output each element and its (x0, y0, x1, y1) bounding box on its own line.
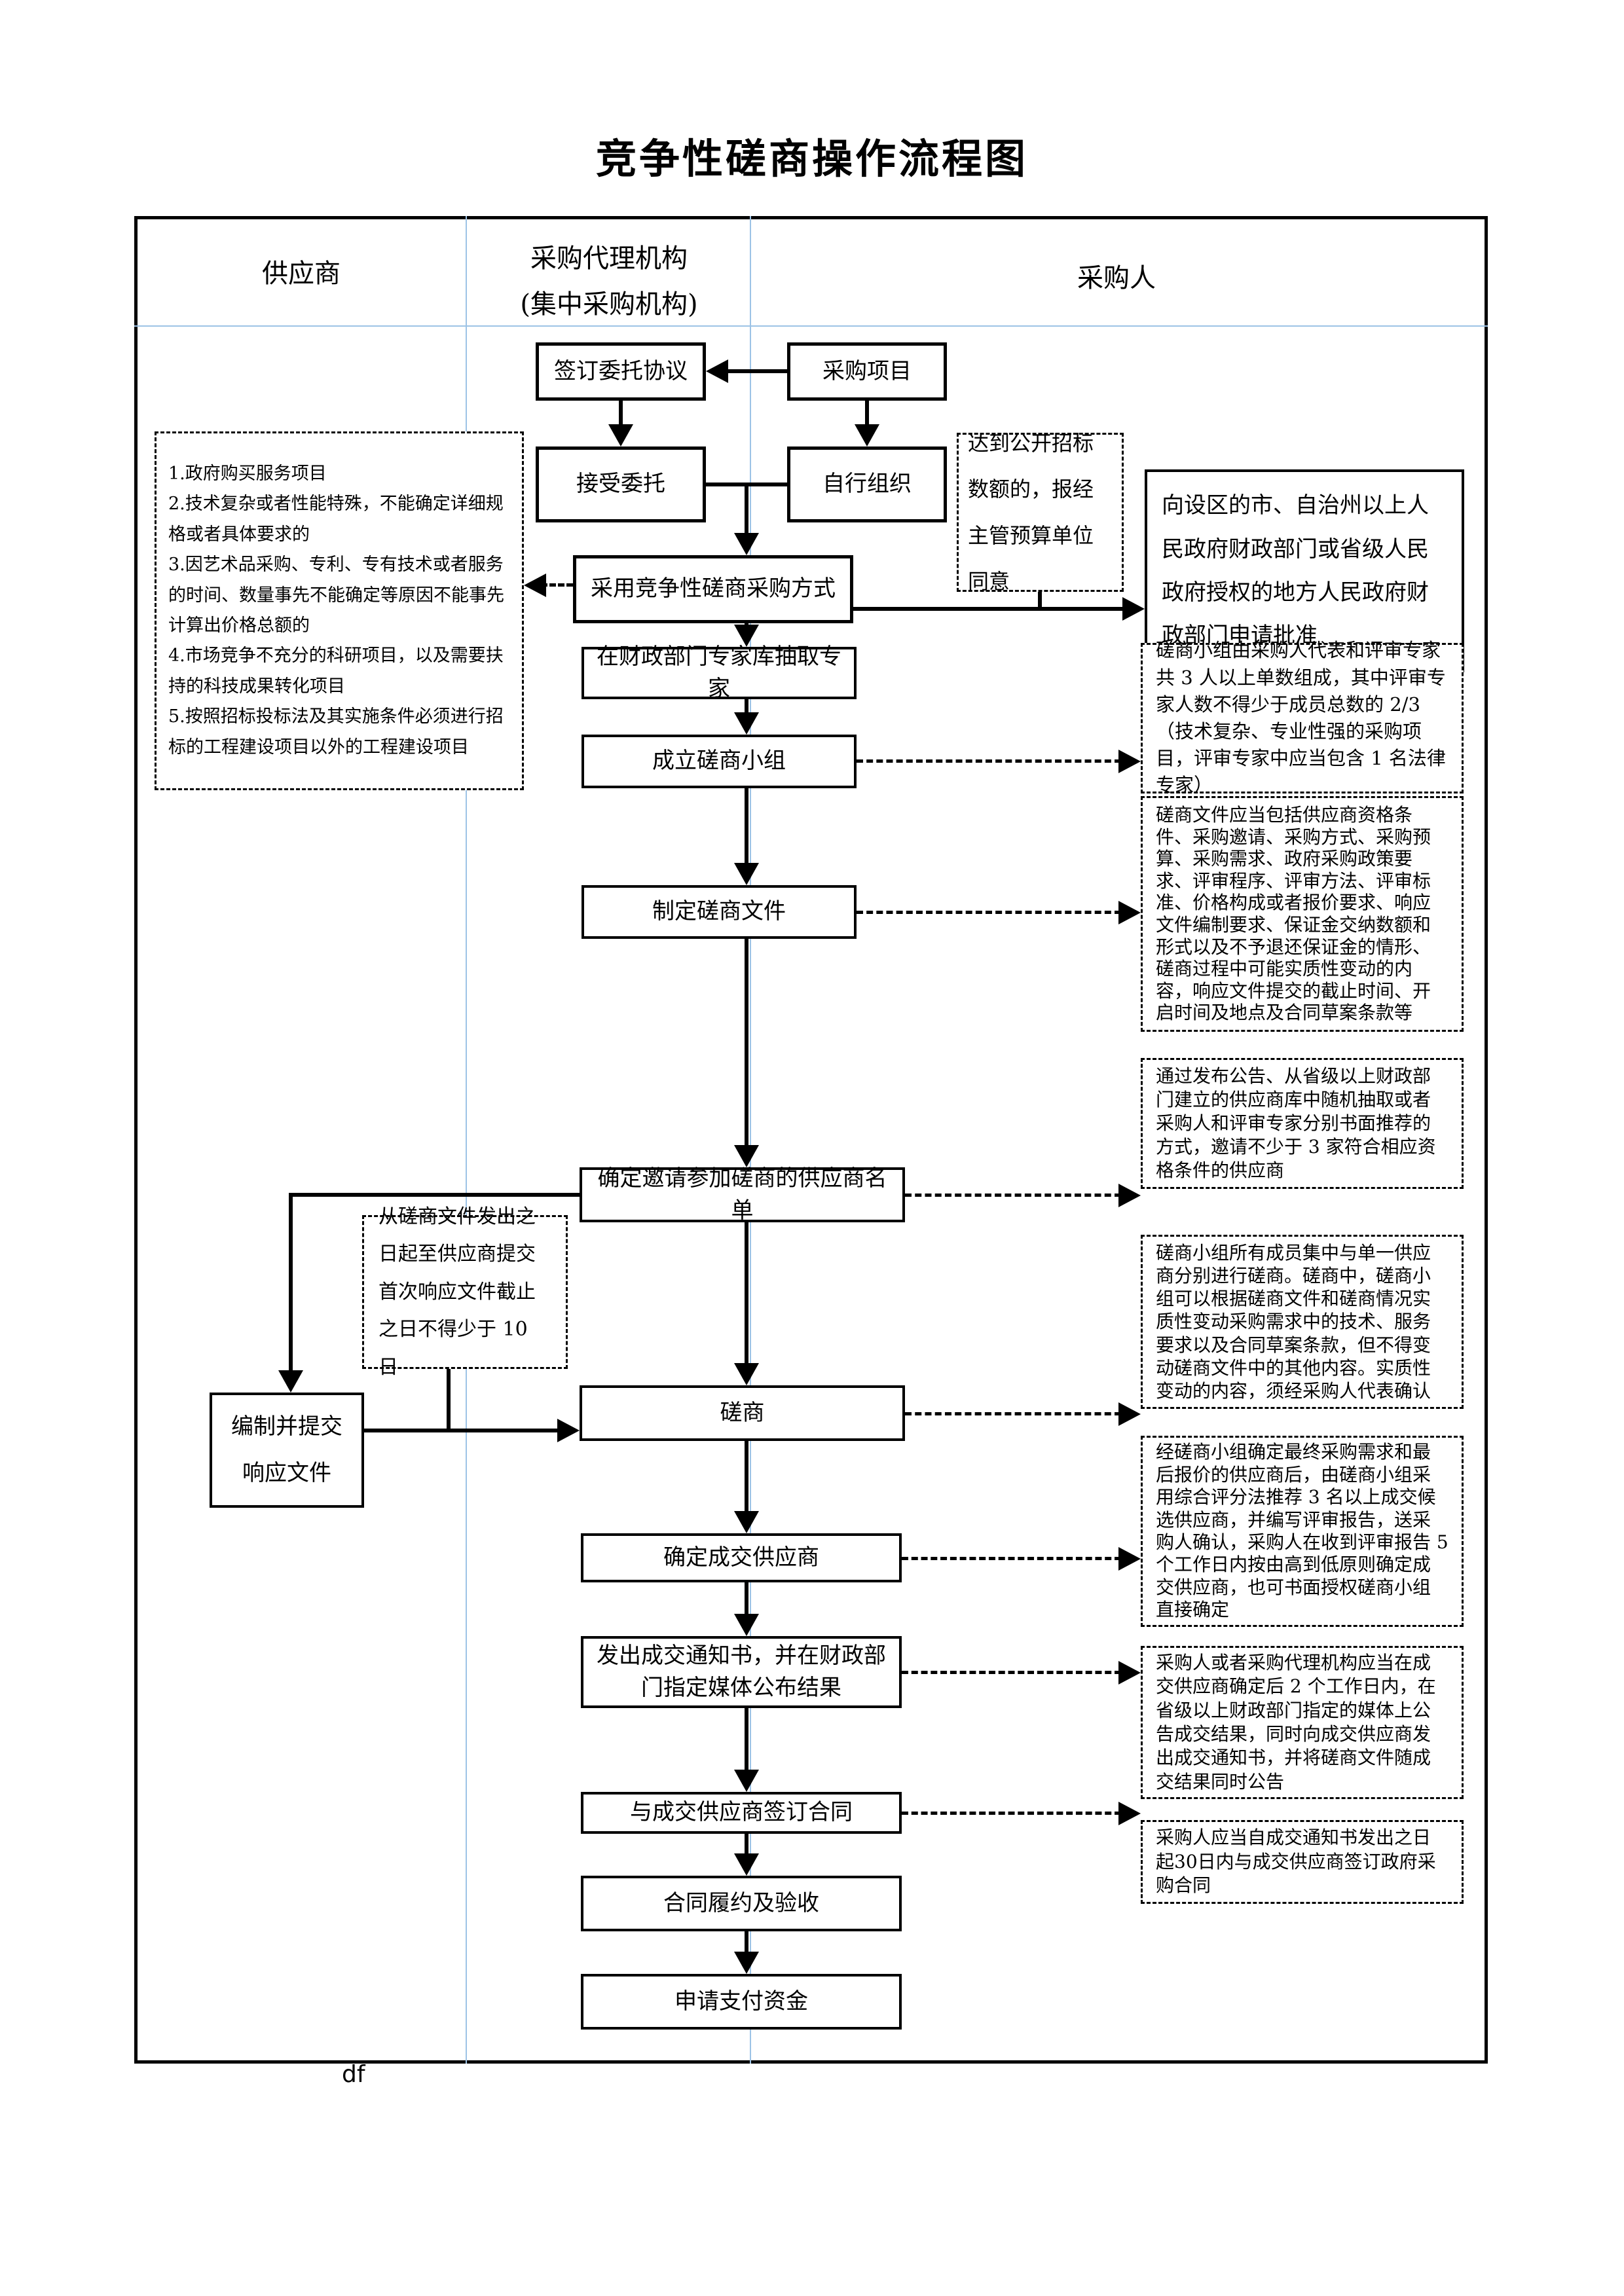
arrowhead-adopt-to-experts (734, 625, 759, 647)
dashed-connector-list-note (905, 1194, 1121, 1197)
arrowhead-docs-to-list (734, 1145, 759, 1167)
note-conditions: 1.政府购买服务项目 2.技术复杂或者性能特殊，不能确定详细规格或者具体要求的 … (155, 431, 524, 790)
arrowhead-notice-to-contract (734, 1770, 759, 1792)
note-group-composition: 磋商小组由采购人代表和评审专家共 3 人以上单数组成，其中评审专家人数不得少于成… (1141, 639, 1464, 796)
connector-threshold-stub (1038, 592, 1042, 607)
flow-box-prepare-response: 编制并提交 响应文件 (210, 1393, 364, 1508)
flow-box-determine-supplier: 确定成交供应商 (581, 1533, 902, 1582)
lane-label-agency-line2: (集中采购机构) (520, 289, 698, 319)
connector-notice-to-contract (745, 1708, 748, 1772)
connector-docs-to-list (745, 939, 748, 1148)
flow-box-form-group: 成立磋商小组 (581, 735, 857, 788)
connector-group-to-docs (745, 788, 748, 866)
dashed-connector-negotiate-note (905, 1412, 1121, 1415)
arrowhead-group-to-docs (734, 863, 759, 885)
connector-project-to-self-organize (865, 401, 869, 427)
note-invite-suppliers: 通过发布公告、从省级以上财政部门建立的供应商库中随机抽取或者采购人和评审专家分别… (1141, 1058, 1464, 1189)
arrowhead-adopt-to-approval (1122, 597, 1145, 621)
condition-item-3: 3.因艺术品采购、专利、专有技术或者服务的时间、数量事先不能确定等原因不能事先计… (168, 555, 504, 636)
condition-item-2: 2.技术复杂或者性能特殊，不能确定详细规格或者具体要求的 (168, 494, 504, 545)
flow-box-extract-experts: 在财政部门专家库抽取专家 (581, 644, 857, 702)
flow-box-sign-agreement: 签订委托协议 (536, 342, 706, 401)
flow-box-procurement-project: 采购项目 (787, 342, 947, 401)
flow-box-accept-entrust: 接受委托 (536, 446, 706, 522)
connector-junction-to-adopt (745, 483, 748, 535)
arrowhead-perform-to-payment (734, 1952, 759, 1974)
flow-box-make-docs: 制定磋商文件 (581, 885, 857, 939)
arrowhead-junction-to-adopt (734, 533, 759, 555)
arrowhead-negotiate-to-supplier (734, 1511, 759, 1533)
arrowhead-supplier-to-notice (734, 1614, 759, 1636)
flow-box-sign-contract: 与成交供应商签订合同 (581, 1792, 902, 1834)
connector-experts-to-group (745, 699, 748, 716)
connector-perform-to-payment (745, 1931, 748, 1954)
connector-supplier-to-notice (745, 1582, 748, 1616)
dashed-connector-supplier-note (902, 1557, 1121, 1560)
flow-box-negotiate: 磋商 (580, 1385, 905, 1441)
note-negotiation-rule: 磋商小组所有成员集中与单一供应商分别进行磋商。磋商中，磋商小组可以根据磋商文件和… (1141, 1235, 1464, 1409)
lane-divider-agency-purchaser (750, 216, 751, 2064)
dashed-connector-adopt-to-conditions (541, 583, 573, 587)
flow-box-determine-list: 确定邀请参加磋商的供应商名单 (580, 1165, 905, 1224)
prepare-response-line1: 编制并提交 (231, 1413, 342, 1440)
arrowhead-agreement-to-accept (608, 424, 633, 446)
lane-header-divider (134, 325, 1488, 327)
connector-left-down-to-response (289, 1193, 293, 1373)
arrowhead-notice-note (1118, 1661, 1141, 1685)
arrowhead-contract-to-perform (734, 1853, 759, 1876)
connector-agreement-to-accept (619, 401, 623, 427)
connector-min-days-stub (447, 1369, 451, 1429)
arrowhead-supplier-note (1118, 1547, 1141, 1571)
arrowhead-adopt-to-conditions (524, 574, 546, 597)
lane-divider-supplier-agency (466, 216, 467, 2064)
condition-item-5: 5.按照招标投标法及其实施条件必须进行招标的工程建设项目以外的工程建设项目 (168, 706, 504, 757)
flow-box-apply-approval: 向设区的市、自治州以上人民政府财政部门或省级人民政府授权的地方人民政府财政部门申… (1145, 469, 1464, 672)
note-contract-rule: 采购人应当自成交通知书发出之日起30日内与成交供应商签订政府采购合同 (1141, 1820, 1464, 1904)
lane-label-agency-line1: 采购代理机构 (530, 244, 688, 274)
arrowhead-response-to-negotiate (557, 1419, 580, 1442)
note-evaluation-rule: 经磋商小组确定最终采购需求和最后报价的供应商后，由磋商小组采用综合评分法推荐 3… (1141, 1436, 1464, 1627)
page-title: 竞争性磋商操作流程图 (595, 135, 1028, 183)
stray-footer-text: df (342, 2061, 365, 2088)
arrowhead-project-to-self-organize (855, 424, 879, 446)
connector-contract-to-perform (745, 1834, 748, 1856)
arrowhead-list-to-negotiate (734, 1363, 759, 1385)
arrowhead-list-note (1118, 1184, 1141, 1207)
connector-negotiate-to-supplier (745, 1441, 748, 1514)
arrowhead-docs-note (1118, 901, 1141, 924)
lane-label-supplier: 供应商 (262, 259, 341, 289)
dashed-connector-notice-note (902, 1671, 1121, 1674)
flow-box-issue-notice: 发出成交通知书，并在财政部门指定媒体公布结果 (581, 1636, 902, 1708)
arrowhead-project-to-agreement (706, 359, 728, 383)
dashed-connector-docs-note (857, 911, 1121, 914)
flow-box-perform-contract: 合同履约及验收 (581, 1876, 902, 1931)
note-over-threshold: 达到公开招标数额的，报经主管预算单位同意 (957, 431, 1124, 594)
arrowhead-negotiate-note (1118, 1402, 1141, 1426)
dashed-connector-group-note (857, 759, 1121, 763)
arrowhead-contract-note (1118, 1802, 1141, 1825)
note-min-days: 从磋商文件发出之日起至供应商提交首次响应文件截止之日不得少于 10 日 (362, 1205, 568, 1379)
flow-box-adopt-method: 采用竞争性磋商采购方式 (573, 555, 853, 623)
flow-box-self-organize: 自行组织 (787, 446, 947, 522)
connector-adopt-to-approval (853, 607, 1125, 611)
arrowhead-to-prepare-response (278, 1370, 303, 1393)
connector-list-to-left (289, 1193, 580, 1197)
condition-item-1: 1.政府购买服务项目 (168, 463, 327, 484)
connector-response-to-negotiate (364, 1429, 560, 1432)
prepare-response-line2: 响应文件 (242, 1460, 331, 1486)
connector-list-to-negotiate (745, 1222, 748, 1366)
lane-label-purchaser: 采购人 (1077, 263, 1156, 293)
note-doc-contents: 磋商文件应当包括供应商资格条件、采购邀请、采购方式、采购预算、采购需求、政府采购… (1141, 796, 1464, 1032)
flow-box-apply-payment: 申请支付资金 (581, 1974, 902, 2030)
dashed-connector-contract-note (902, 1812, 1121, 1815)
note-announce-rule: 采购人或者采购代理机构应当在成交供应商确定后 2 个工作日内，在省级以上财政部门… (1141, 1646, 1464, 1799)
arrowhead-group-note (1118, 750, 1141, 773)
arrowhead-experts-to-group (734, 712, 759, 735)
chart-frame (134, 216, 1488, 2064)
connector-project-to-agreement (720, 369, 787, 373)
condition-item-4: 4.市场竞争不充分的科研项目，以及需要扶持的科技成果转化项目 (168, 646, 504, 697)
